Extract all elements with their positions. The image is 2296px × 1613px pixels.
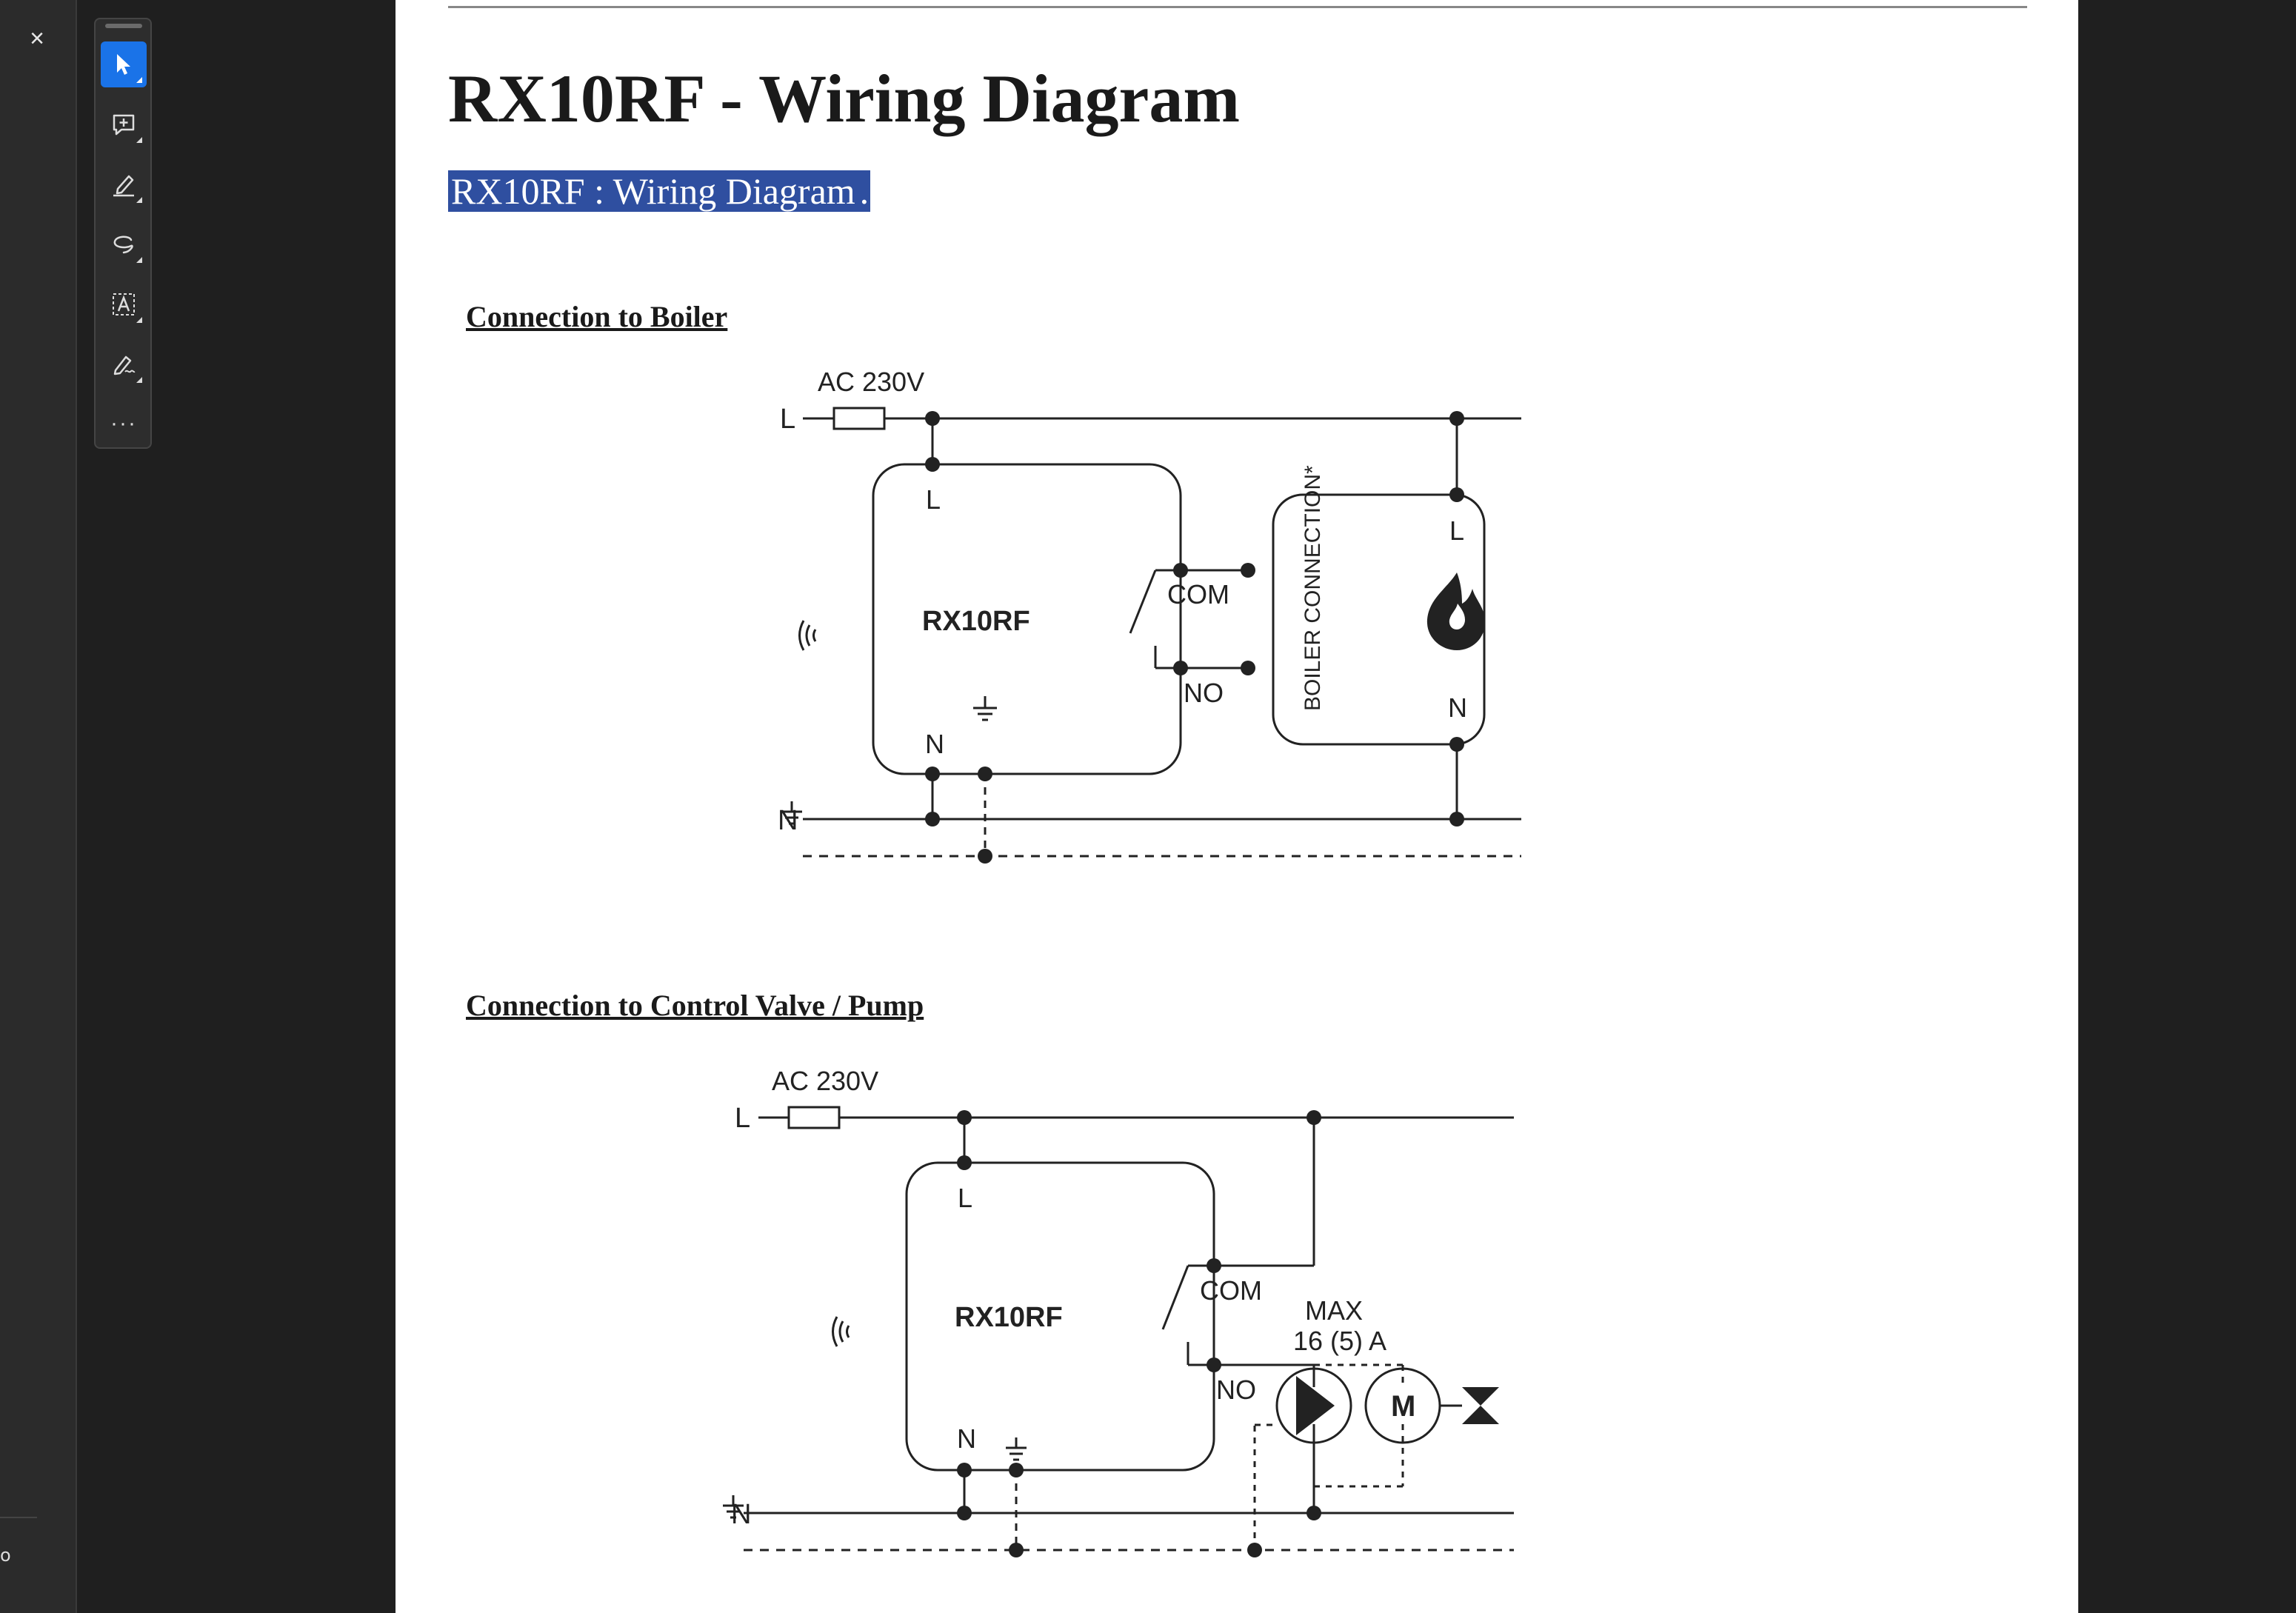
pump-diagram-svg: AC 230V L N L N RX10RF COM NO MAX 16 (5)… (723, 1066, 1514, 1557)
device-l-label: L (926, 484, 941, 515)
freehand-loop-icon (113, 236, 133, 254)
pump-wiring-diagram: AC 230V L N L N RX10RF COM NO MAX 16 (5)… (662, 1046, 1595, 1579)
draw-button[interactable] (101, 221, 147, 267)
cursor-arrow-icon (117, 54, 130, 75)
fuse (832, 407, 886, 430)
line-label-2: L (735, 1103, 750, 1134)
rx10rf-device-box (872, 463, 1182, 775)
boiler-n-label: N (1448, 692, 1467, 723)
neutral-label-2: N (731, 1499, 751, 1530)
device-n-label: N (925, 729, 944, 759)
com-label: COM (1167, 579, 1229, 610)
no-label: NO (1184, 678, 1224, 708)
device-n-label-2: N (957, 1423, 976, 1454)
supply-label: AC 230V (818, 367, 924, 397)
max-label: MAX (1305, 1295, 1363, 1326)
document-page: RX10RF - Wiring Diagram RX10RF : Wiring … (396, 0, 2078, 1613)
section-heading-boiler: Connection to Boiler (466, 300, 728, 333)
highlight-button[interactable] (101, 161, 147, 207)
selected-subtitle[interactable]: RX10RF : Wiring Diagram. (448, 168, 871, 214)
subtitle-tail: . (858, 170, 871, 212)
text-selection: RX10RF : Wiring Diagram (448, 170, 858, 212)
close-button[interactable]: × (30, 24, 44, 53)
device-name: RX10RF (922, 606, 1030, 637)
motor-label: M (1391, 1390, 1415, 1423)
rail-glyph: o (0, 1545, 11, 1566)
annotation-toolbar: ··· (94, 18, 152, 449)
signature-pen-icon (113, 355, 136, 375)
com-label-2: COM (1200, 1275, 1262, 1306)
text-box-button[interactable] (101, 281, 147, 327)
sign-button[interactable] (101, 341, 147, 387)
text-box-icon (113, 293, 135, 315)
boiler-connection-label: BOILER CONNECTION* (1301, 465, 1325, 711)
wireless-signal-icon (798, 620, 817, 651)
rail-divider (0, 1517, 37, 1518)
comment-plus-icon (113, 114, 135, 136)
boiler-wiring-diagram: AC 230V L N L N RX10RF COM NO L N BOILER… (707, 348, 1536, 889)
no-label-2: NO (1216, 1375, 1256, 1405)
toolbar-drag-handle[interactable] (105, 24, 142, 28)
device-name-2: RX10RF (955, 1302, 1063, 1333)
flame-icon (1426, 572, 1485, 650)
boiler-diagram-svg: AC 230V L N L N RX10RF COM NO L N BOILER… (778, 367, 1521, 864)
device-l-label-2: L (958, 1183, 972, 1213)
add-comment-button[interactable] (101, 101, 147, 147)
left-rail: × o (0, 0, 77, 1613)
highlighter-pen-icon (113, 175, 134, 197)
line-label: L (780, 404, 795, 435)
page-title: RX10RF - Wiring Diagram (448, 61, 1241, 136)
pump-symbol (1275, 1367, 1352, 1444)
rating-label: 16 (5) A (1293, 1326, 1386, 1356)
top-divider (448, 6, 2027, 8)
valve-icon (1462, 1387, 1499, 1424)
boiler-l-label: L (1449, 515, 1464, 546)
select-tool-button[interactable] (101, 41, 147, 87)
supply-label-2: AC 230V (772, 1066, 878, 1096)
pump-triangle (1296, 1376, 1335, 1435)
more-tools-button[interactable]: ··· (110, 411, 137, 435)
neutral-label: N (778, 805, 798, 836)
section-heading-pump: Connection to Control Valve / Pump (466, 989, 924, 1022)
